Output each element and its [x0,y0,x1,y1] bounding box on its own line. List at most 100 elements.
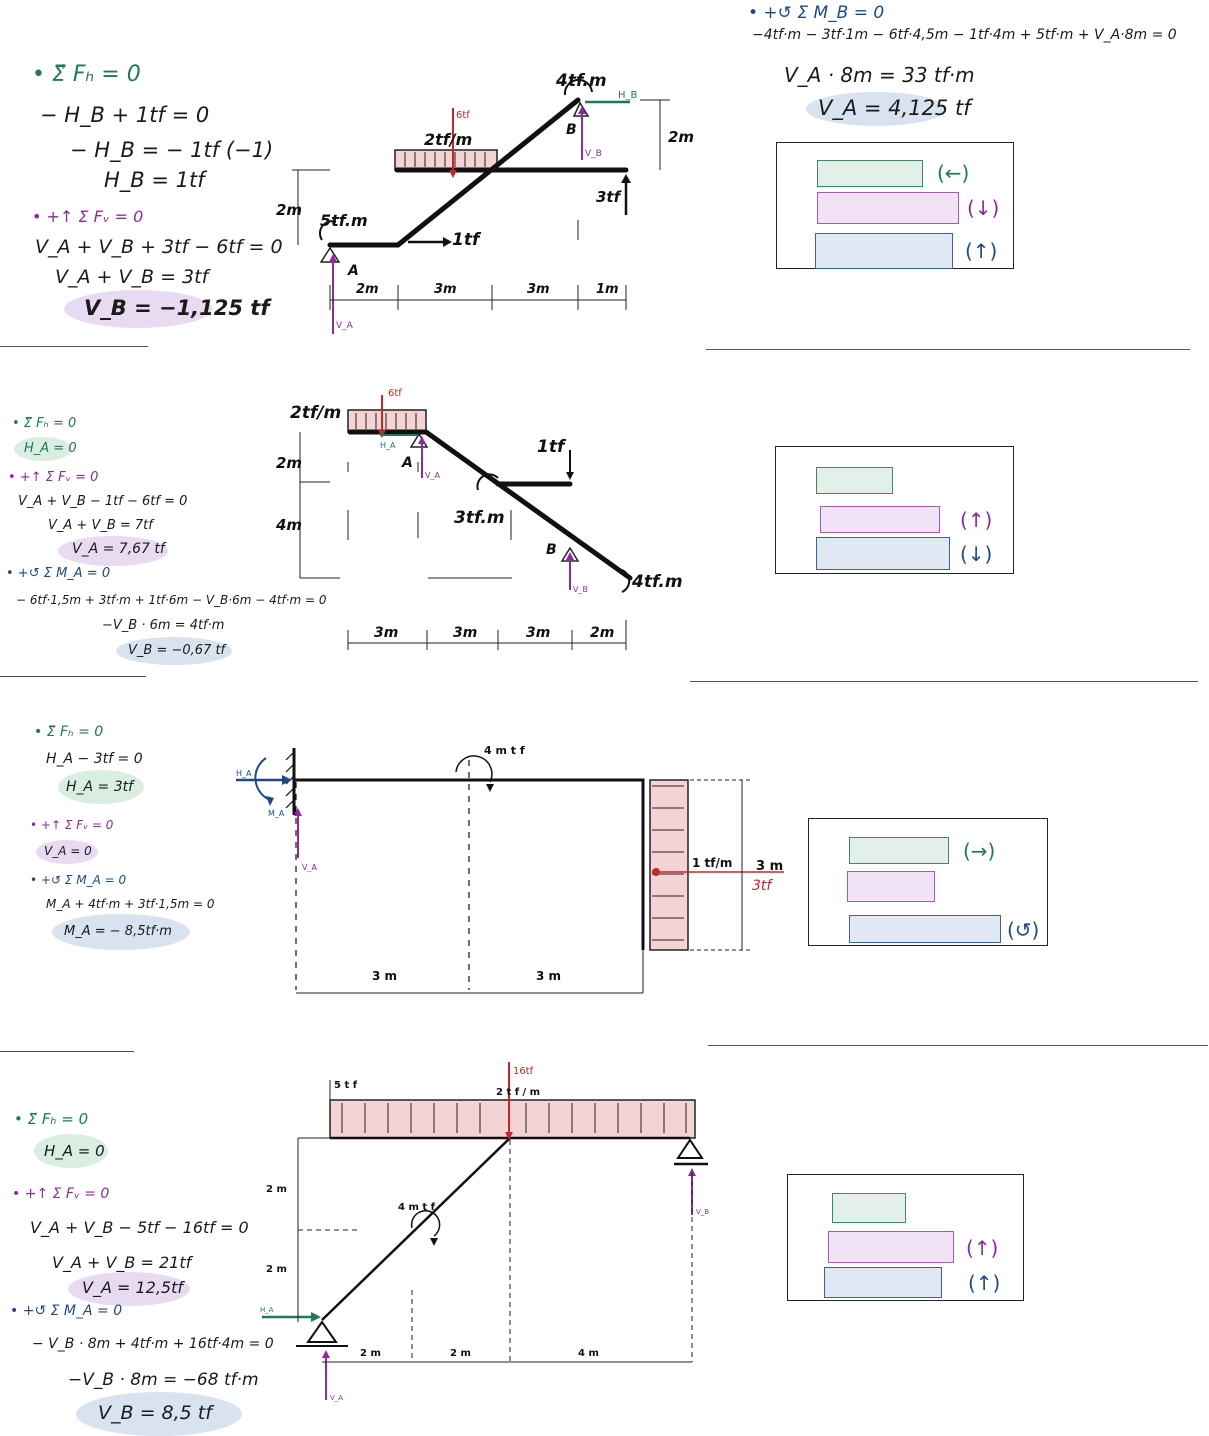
equation-line: V_A + V_B + 3tf − 6tf = 0 [35,236,283,258]
vb-label: V_B [573,585,588,594]
moment-equation: M_A + 4tf·m + 3tf·1,5m = 0 [46,897,215,911]
highlight [36,840,98,864]
result-ha: H_A = 3tf [66,779,134,795]
equation-line: V_A + V_B − 5tf − 16tf = 0 [30,1218,249,1237]
dim-label: 2m [276,454,302,472]
moment-label: 4 m t f [398,1202,436,1213]
highlight [64,290,212,328]
result-ha: H_A = 0 [44,1142,105,1160]
highlight [68,1272,190,1306]
dist-load-label: 2tf/m [290,403,341,423]
direction-label: (↑) [968,1271,1001,1295]
moment-equation: − 6tf·1,5m + 3tf·m + 1tf·6m − V_B·6m − 4… [16,593,327,607]
result-ma: M_A = − 8,5tf·m [64,924,172,939]
highlight [116,637,232,665]
sum-fh-heading: • Σ⃗ Fₕ = 0 [14,1110,89,1128]
dist-load-label: 2tf/m [424,130,472,149]
direction-label: (↓) [967,196,1000,220]
reaction-bar-m [849,915,1001,943]
ha-label: H_A [380,441,396,450]
dim-label: 2 m [450,1348,471,1359]
dim-label: 2 m [266,1264,287,1275]
vb-label: V_B [585,149,602,159]
reaction-bar-m [815,233,953,269]
equation-line: V_A + V_B = 7tf [48,518,153,533]
sum-fh-heading: • Σ⃗ Fₕ = 0 [32,62,141,87]
dim-label: 4 m [578,1348,599,1359]
dim-label: 2m [590,625,614,641]
sum-fv-heading: • +↑ Σ Fᵥ = 0 [12,1186,110,1202]
equation-line: H_B = 1tf [104,168,205,192]
highlight [14,437,72,461]
dim-label: 3m [527,282,550,297]
sum-ma-heading: • +↺ Σ M_A = 0 [30,873,127,887]
summary-box: (↑) (↑) [787,1174,1024,1301]
node-b-label: B [566,122,577,138]
node-a-label: A [401,455,413,471]
hb-label: H_B [618,90,638,101]
dim-label: 3m [453,625,477,641]
result-va: V_A = 7,67 tf [72,541,165,557]
sum-fh-heading: • Σ⃗ Fₕ = 0 [12,416,77,431]
result-ha: H_A = 0 [24,441,77,456]
divider [706,349,1190,350]
sum-mb-heading: • +↺ Σ M_B = 0 [748,3,885,23]
dim-label: 2m [668,128,694,146]
highlight [58,770,144,804]
result-va: V_A = 12,5tf [82,1278,183,1297]
dim-label: 2m [276,201,302,219]
dim-label: 2 m [360,1348,381,1359]
dim-label: 3 m [536,969,561,983]
point-load-label: 5 t f [334,1080,358,1091]
vb-label: V_B [696,1208,709,1216]
dim-label: 3 m [372,969,397,983]
direction-label: (↺) [1007,918,1040,942]
reaction-bar-h [816,467,893,494]
reaction-bar-v [828,1231,954,1263]
direction-label: (←) [937,161,970,185]
reaction-bar-v [817,192,959,224]
ha-label: H_A [236,769,252,778]
dim-label: 3m [526,625,550,641]
dim-label: 4m [275,516,302,534]
equation-line: − H_B + 1tf = 0 [40,103,210,127]
force-label: 1tf [452,230,482,250]
result-va: V_A = 4,125 tf [818,96,971,120]
highlight [52,914,190,950]
structure-diagram-3: H_A M_A V_A 4 m t f 1 tf/m 3 m 3tf 3 m 3… [236,744,784,994]
direction-label: (↑) [966,1236,999,1260]
structure-diagram-1: 4tf.m H_B B 2m 6tf 2tf/m V_B 2m 3tf 5tf.… [276,71,694,334]
divider [0,1051,134,1052]
va-label: V_A [330,1394,343,1402]
moment-label: 5tf.m [320,211,368,230]
divider [0,676,146,677]
reaction-bar-h [817,160,923,187]
direction-label: (↑) [965,239,998,263]
sum-ma-heading: • +↺ Σ M_A = 0 [10,1303,123,1319]
dim-label: 3 m [756,859,783,874]
moment-equation: − V_B · 8m + 4tf·m + 16tf·4m = 0 [32,1336,274,1352]
summary-box: (←) (↓) (↑) [776,142,1014,269]
va-label: V_A [425,471,440,480]
dim-label: 1m [596,282,619,297]
reaction-bar-m [816,537,950,570]
equation-line: V_A + V_B = 21tf [52,1253,192,1272]
reaction-bar-h [832,1193,906,1223]
node-a-label: A [347,263,359,279]
force-label: 1tf [537,437,567,457]
result-vb: V_B = −0,67 tf [128,643,226,658]
ma-label: M_A [268,809,285,818]
summary-box: (↑) (↓) [775,446,1014,574]
resultant-label: 16tf [513,1066,534,1077]
equation-line: V_A + V_B = 3tf [55,266,209,288]
direction-label: (→) [963,839,996,863]
force-label: 3tf [596,188,623,206]
highlight [58,536,168,566]
reaction-bar-v [847,871,935,902]
highlight [34,1134,108,1168]
equation-line: V_A + V_B − 1tf − 6tf = 0 [18,494,188,509]
equation-line: − H_B = − 1tf (−1) [70,138,274,162]
dim-label: 2m [356,282,379,297]
equation-line: V_A · 8m = 33 tf·m [784,63,975,87]
